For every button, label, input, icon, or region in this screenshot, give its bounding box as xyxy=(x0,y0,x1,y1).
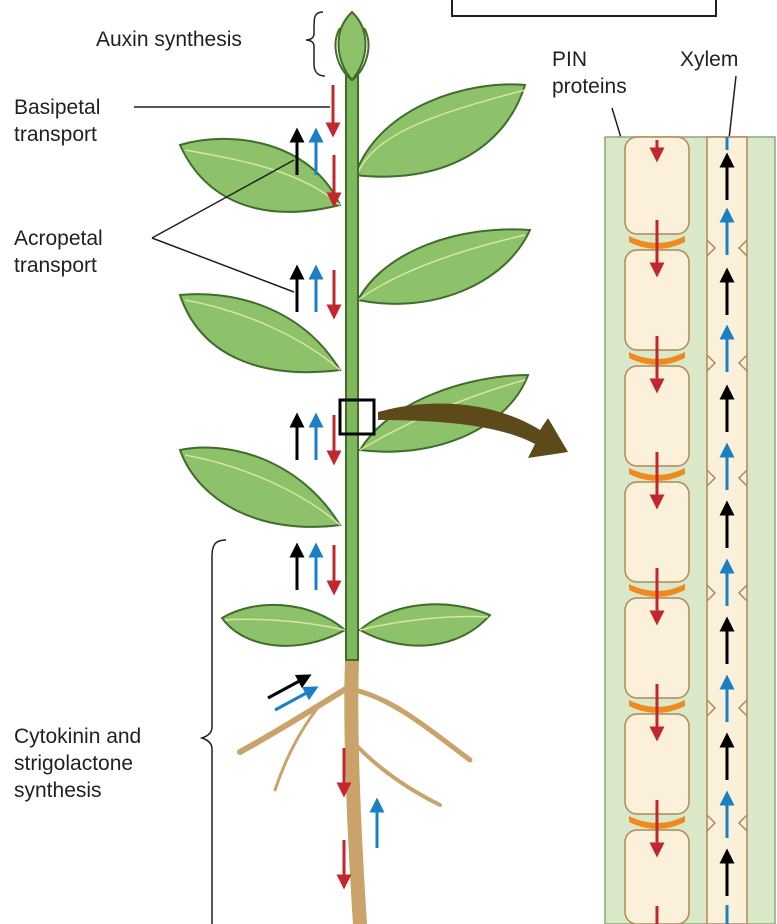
label-acropetal-transport: transport xyxy=(14,253,97,278)
label-basipetal-transport: transport xyxy=(14,122,97,147)
label-cytokinin: Cytokinin and xyxy=(14,724,141,749)
scale-bracket xyxy=(452,0,716,16)
label-xylem: Xylem xyxy=(680,47,738,72)
label-basipetal: Basipetal xyxy=(14,95,100,120)
label-acropetal: Acropetal xyxy=(14,226,103,251)
label-pin: PIN xyxy=(552,47,587,72)
apical-bud xyxy=(336,12,369,80)
label-auxin-synthesis: Auxin synthesis xyxy=(96,27,242,52)
label-synthesis: synthesis xyxy=(14,778,102,803)
stem xyxy=(346,60,358,660)
label-pin-proteins: proteins xyxy=(552,74,627,99)
acropetal-arrow-blue xyxy=(275,690,312,710)
label-strigolactone: strigolactone xyxy=(14,751,133,776)
root-system xyxy=(240,660,470,924)
acropetal-arrow-black xyxy=(268,678,305,698)
tissue-cross-section xyxy=(605,137,775,924)
